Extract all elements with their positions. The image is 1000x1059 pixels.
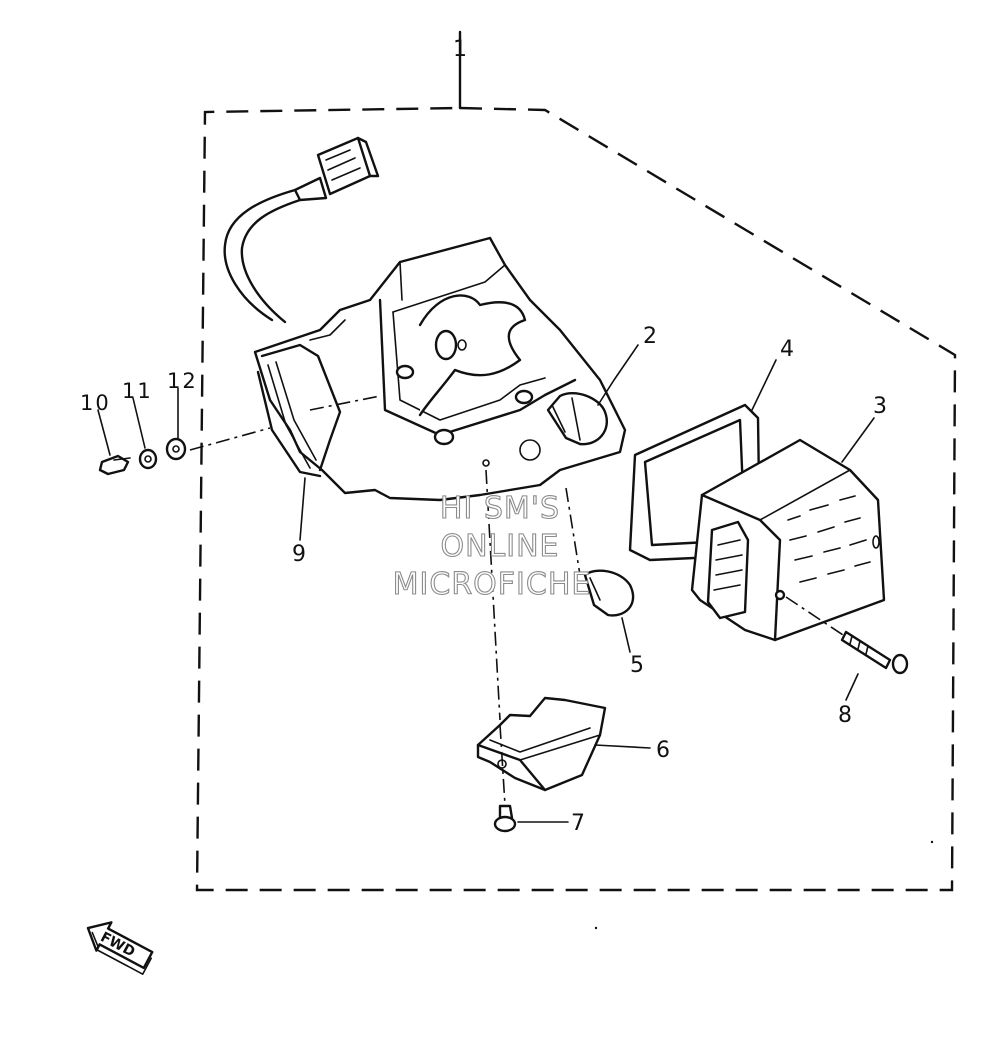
screw-8 (785, 596, 909, 675)
assembly-boundary (195, 30, 957, 892)
fwd-arrow-icon: FWD (86, 921, 154, 975)
callout-4: 4 (780, 337, 794, 362)
taillight-housing (253, 236, 627, 502)
callout-3: 3 (873, 394, 887, 419)
callout-12: 12 (167, 369, 198, 393)
watermark-line-3: MICROFICHE (393, 567, 592, 602)
callout-10: 10 (80, 391, 111, 415)
callout-7: 7 (571, 811, 585, 836)
speck (930, 840, 934, 844)
fasteners-10-11-12 (98, 427, 271, 476)
leader-lines (97, 344, 875, 823)
callout-9: 9 (292, 542, 306, 567)
wire-harness (223, 136, 380, 324)
speck (594, 926, 598, 930)
bulb-2 (546, 391, 608, 446)
screw-7 (493, 804, 517, 833)
watermark-line-2: ONLINE (440, 529, 559, 564)
alignment-lines (309, 395, 581, 806)
callout-2: 2 (643, 324, 657, 349)
watermark-line-1: HI SM'S (440, 491, 560, 526)
callout-6: 6 (656, 738, 670, 763)
callout-11: 11 (122, 379, 153, 403)
callout-5: 5 (630, 653, 644, 678)
callout-8: 8 (838, 703, 852, 728)
bulb-5 (583, 569, 635, 617)
taillight-lens-3 (690, 438, 886, 642)
callout-1: 1 (453, 37, 467, 62)
license-lamp-cover-6 (476, 696, 607, 792)
